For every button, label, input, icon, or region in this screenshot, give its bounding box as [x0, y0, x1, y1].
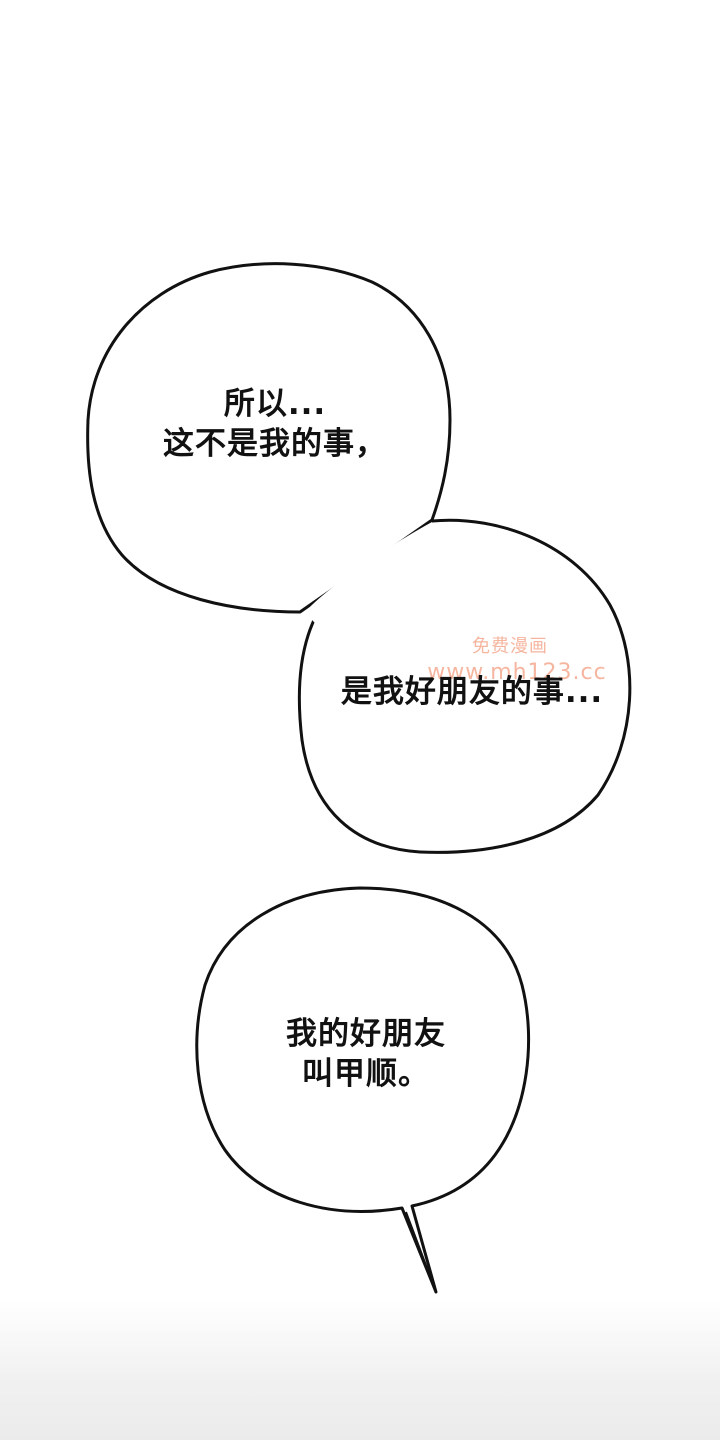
- speech-bubble-3-tail: [405, 1211, 437, 1293]
- bubble-3-text: 我的好朋友 叫甲顺。: [266, 1014, 466, 1094]
- bubble-1-text: 所以... 这不是我的事，: [150, 384, 400, 464]
- bubble-3-line-2: 叫甲顺。: [302, 1056, 430, 1092]
- speech-bubble-3-outline: [195, 886, 531, 1294]
- speech-bubble-1-outline: [86, 262, 452, 614]
- bubble-3-line-1: 我的好朋友: [286, 1016, 446, 1052]
- bubble-1-line-2: 这不是我的事，: [163, 426, 387, 462]
- watermark-line-1: 免费漫画: [472, 636, 548, 657]
- bottom-gray-fade: [0, 1300, 720, 1440]
- bubble-2-text: 是我好朋友的事...: [322, 672, 622, 712]
- speech-bubble-2-outline: [297, 518, 632, 854]
- bubble-2-line-1: 是我好朋友的事...: [340, 674, 604, 710]
- bubble-1-line-1: 所以...: [223, 386, 327, 422]
- bubble-merge-cover: [305, 522, 440, 640]
- watermark-line-2: www.mh123.cc: [427, 660, 607, 685]
